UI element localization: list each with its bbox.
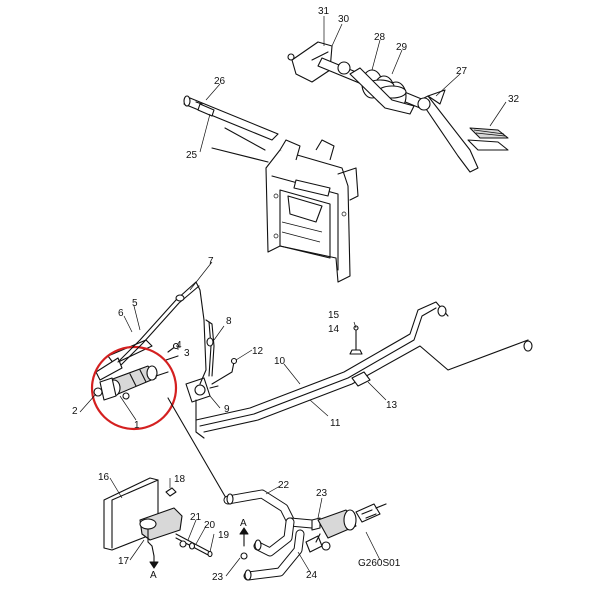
- callout-19: 19: [218, 530, 230, 541]
- brake-pipes: [117, 281, 533, 439]
- callout-9: 9: [224, 404, 230, 415]
- leader-lines: [79, 16, 507, 577]
- callout-31: 31: [318, 6, 330, 17]
- callout-32: 32: [508, 94, 520, 105]
- pedal-assembly: [287, 41, 509, 173]
- callout-10: 10: [274, 356, 286, 367]
- callout-5: 5: [132, 298, 138, 309]
- callout-15: 15: [328, 310, 340, 321]
- callout-6: 6: [118, 308, 124, 319]
- drawing-code: G260S01: [358, 558, 401, 569]
- callout-22: 22: [278, 480, 290, 491]
- callout-11: 11: [330, 418, 341, 429]
- callout-24: 24: [306, 570, 318, 581]
- callout-14: 14: [328, 324, 340, 335]
- clutch-hoses: [167, 397, 321, 581]
- callout-17: 17: [118, 556, 130, 567]
- callout-27: 27: [456, 66, 468, 77]
- callout-21: 21: [190, 512, 202, 523]
- highlight-circle: [90, 345, 178, 431]
- callout-8: 8: [226, 316, 232, 327]
- callout-4: 4: [176, 340, 182, 351]
- reservoir-bracket: [103, 477, 213, 569]
- arrow-label-a-left: A: [150, 570, 157, 581]
- callout-12: 12: [252, 346, 264, 357]
- arrow-label-a-right: A: [240, 518, 247, 529]
- callout-28: 28: [374, 32, 386, 43]
- slave-cylinder: [305, 503, 387, 553]
- master-cylinder-assembly: [93, 339, 180, 401]
- callout-7: 7: [208, 256, 214, 267]
- callout-23a: 23: [316, 488, 328, 499]
- callout-30: 30: [338, 14, 350, 25]
- callout-26: 26: [214, 76, 226, 87]
- union-tee: [185, 377, 219, 403]
- callout-25: 25: [186, 150, 198, 161]
- callout-2: 2: [72, 406, 78, 417]
- callout-1: 1: [134, 420, 140, 431]
- callout-13: 13: [386, 400, 398, 411]
- callout-20: 20: [204, 520, 216, 531]
- callout-3: 3: [184, 348, 190, 359]
- callout-16: 16: [98, 472, 110, 483]
- pedal-shaft: [183, 95, 279, 141]
- callout-numbers: 1 2 3 4 5 6 7 8 9 10 11 12 13 14 15 16 1…: [72, 6, 520, 583]
- callout-23b: 23: [212, 572, 224, 583]
- callout-18: 18: [174, 474, 186, 485]
- mounting-frame: [211, 127, 359, 283]
- callout-29: 29: [396, 42, 408, 53]
